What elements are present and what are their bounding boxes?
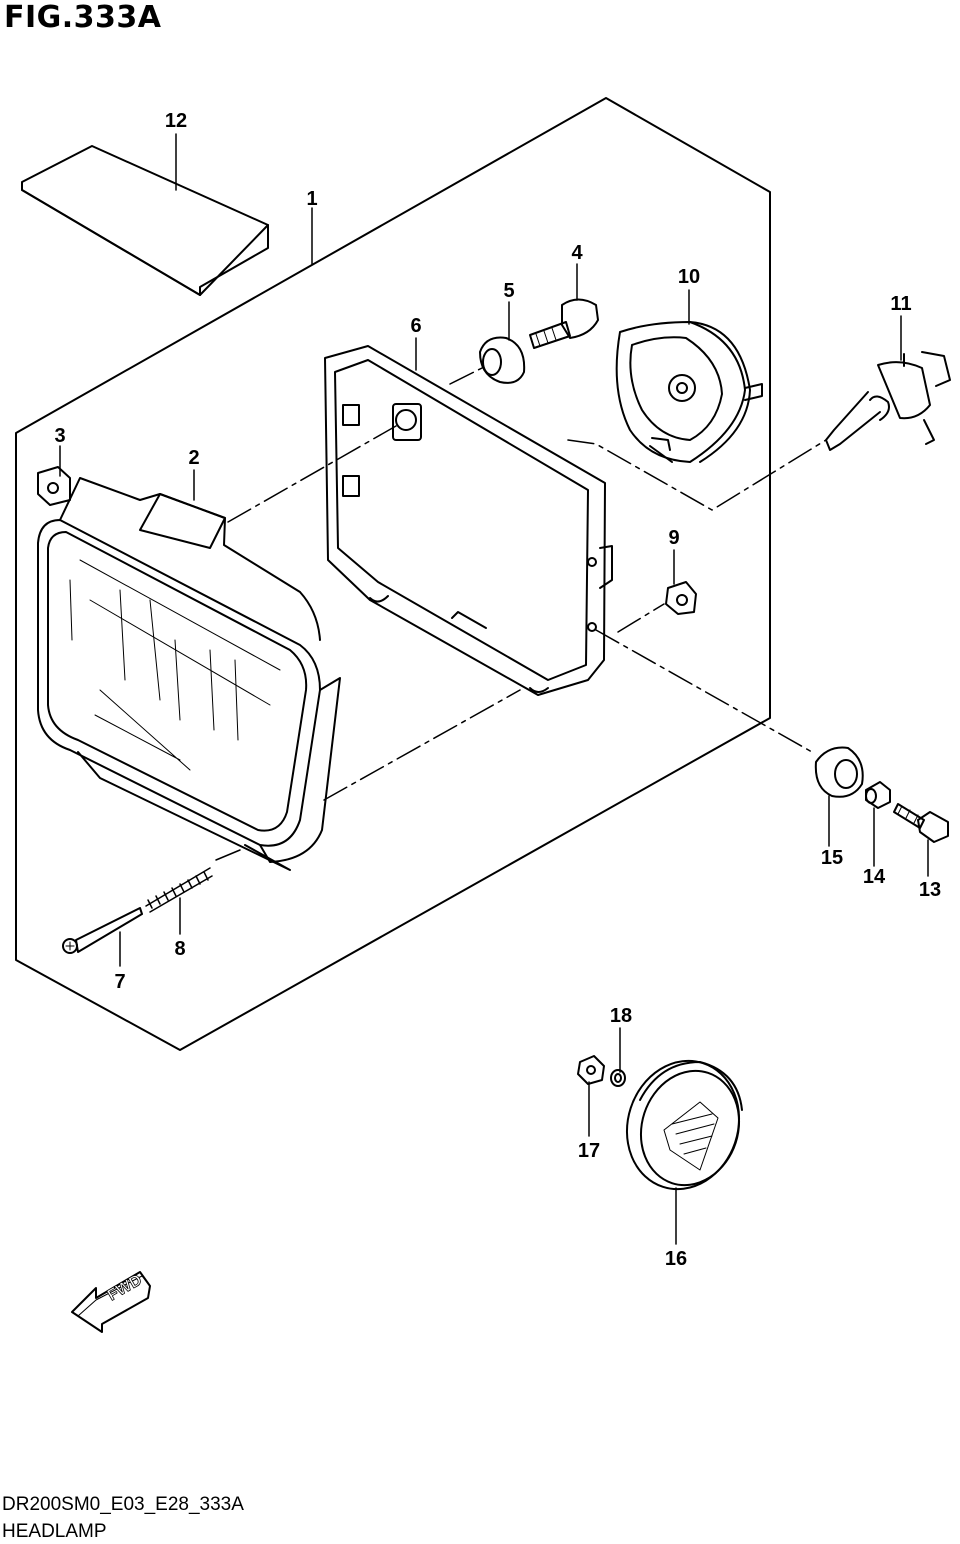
callout-2: 2 [188,447,199,469]
callout-18: 18 [610,1005,632,1027]
callout-11: 11 [890,293,911,315]
part-16-cap [625,1059,743,1191]
part-13-bolt [893,803,949,843]
callout-1: 1 [306,188,317,210]
part-3-nut [37,466,71,506]
footer-diagram-name: HEADLAMP [2,1521,107,1542]
callout-5: 5 [503,280,514,302]
footer-diagram-code: DR200SM0_E03_E28_333A [2,1494,244,1515]
part-14-collar [865,781,891,809]
callout-10: 10 [678,266,700,288]
assembly-outline [15,97,771,1051]
part-12-label-sticker [21,145,269,296]
callout-15: 15 [821,847,843,869]
part-15-grommet [814,746,864,798]
part-4-screw [529,298,599,349]
callout-16: 16 [665,1248,687,1270]
callout-3: 3 [54,425,65,447]
fwd-label: FWD [105,1272,145,1305]
callout-6: 6 [410,315,421,337]
leader-lines [59,133,929,1245]
part-10-socket-cover [615,321,763,463]
part-11-bulb [825,351,951,451]
part-7-screw [62,907,143,954]
center-lines [215,367,827,861]
part-17-nut [577,1055,605,1085]
part-6-frame [324,345,613,696]
figure-title: FIG.333A [4,0,162,35]
callout-9: 9 [668,527,679,549]
callout-13: 13 [919,879,941,901]
part-5-grommet [479,336,526,384]
part-9-clip [665,581,697,615]
callout-12: 12 [165,110,187,132]
callout-17: 17 [578,1140,600,1162]
callout-8: 8 [174,938,185,960]
part-8-spring [145,867,213,913]
callout-14: 14 [863,866,886,888]
callout-7: 7 [114,971,125,993]
fwd-arrow-icon [71,1271,151,1333]
part-2-headlamp-unit [37,477,341,871]
callout-4: 4 [571,242,583,264]
part-18-washer [610,1069,626,1087]
